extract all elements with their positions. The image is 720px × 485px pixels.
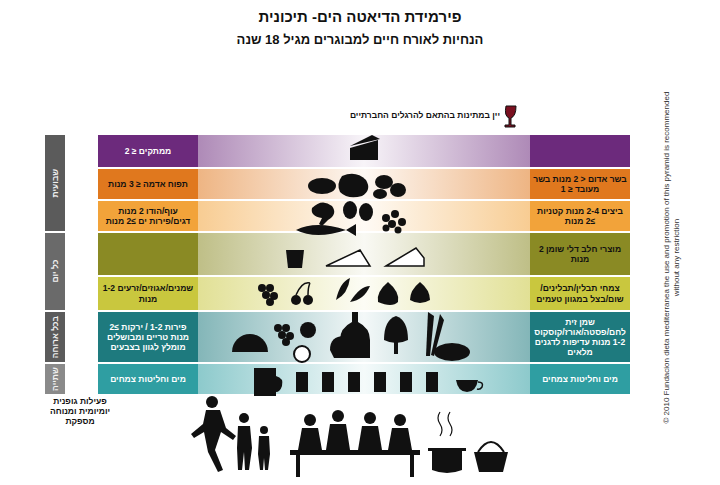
wine-note: יין במתינות בהתאם להרגלים החברתיים	[250, 110, 500, 120]
frequency-label: שבועית	[49, 166, 61, 201]
food-group-box: מים וחליטות צמחים	[98, 364, 198, 394]
food-group-text: שמנים/אגוזים/זרעים 1-2 מנות	[98, 282, 198, 304]
food-group-text: תפוח אדמה ≤ 3 מנות	[105, 178, 191, 190]
food-group-box: תפוח אדמה ≤ 3 מנות	[98, 169, 198, 199]
food-group-box: ביצים 2-4 מנות קטניות ≥2 מנות	[530, 201, 630, 231]
food-group-text: ביצים 2-4 מנות קטניות ≥2 מנות	[530, 205, 630, 227]
food-group-text: מים וחליטות צמחים	[107, 373, 189, 385]
food-group-text: שמן זית לחם/פסטה/אורז/קוסקוס 1-2 מנות עד…	[530, 316, 630, 359]
food-group-box: שמנים/אגוזים/זרעים 1-2 מנות	[98, 277, 198, 310]
food-group-text: צמחי תבלין/תבלינים/ שום/בצל במגוון טעמים	[530, 282, 630, 304]
food-group-text: מוצרי חלב דלי שומן 2 מנות	[530, 243, 630, 265]
food-group-box: עוף/הודו 2 מנות דגים/פירות ים ≥2 מנות	[98, 201, 198, 231]
food-group-text: ממתקים ≤ 2	[122, 145, 174, 157]
food-group-box: פירות 1-2 / ירקות ≥2 מנות טריים ומבושלים…	[98, 312, 198, 362]
subtitle: הנחיות לאורח חיים למבוגרים מגיל 18 שנה	[160, 32, 560, 48]
frequency-bar: בכל ארוחה	[45, 312, 65, 362]
food-group-text: מים וחליטות צמחים	[539, 373, 621, 385]
food-group-text: פירות 1-2 / ירקות ≥2 מנות טריים ומבושלים…	[98, 321, 198, 354]
frequency-label: בכל ארוחה	[49, 313, 61, 361]
food-group-text: בשר אדום < 2 מנות בשר מעובד ≤ 1	[530, 173, 630, 195]
food-group-text: עוף/הודו 2 מנות דגים/פירות ים ≥2 מנות	[98, 205, 198, 227]
frequency-label: כל יום	[49, 257, 61, 286]
food-group-box: מוצרי חלב דלי שומן 2 מנות	[530, 233, 630, 275]
food-group-box: ממתקים ≤ 2	[98, 135, 198, 167]
copyright-note: © 2010 Fundacion dieta mediterranea the …	[662, 88, 681, 428]
frequency-bar: שתייה	[45, 364, 65, 394]
food-group-box: שמן זית לחם/פסטה/אורז/קוסקוס 1-2 מנות עד…	[530, 312, 630, 362]
frequency-bar: כל יום	[45, 233, 65, 310]
food-group-box: מים וחליטות צמחים	[530, 364, 630, 394]
activity-note: פעילות גופנית יומיומית ומנוחה מספקת	[40, 396, 120, 427]
food-group-box: בשר אדום < 2 מנות בשר מעובד ≤ 1	[530, 169, 630, 199]
title: פירמידת הדיאטה הים- תיכונית	[160, 8, 560, 25]
frequency-label: שתייה	[49, 364, 61, 394]
food-group-box: צמחי תבלין/תבלינים/ שום/בצל במגוון טעמים	[530, 277, 630, 310]
frequency-bar: שבועית	[45, 135, 65, 231]
